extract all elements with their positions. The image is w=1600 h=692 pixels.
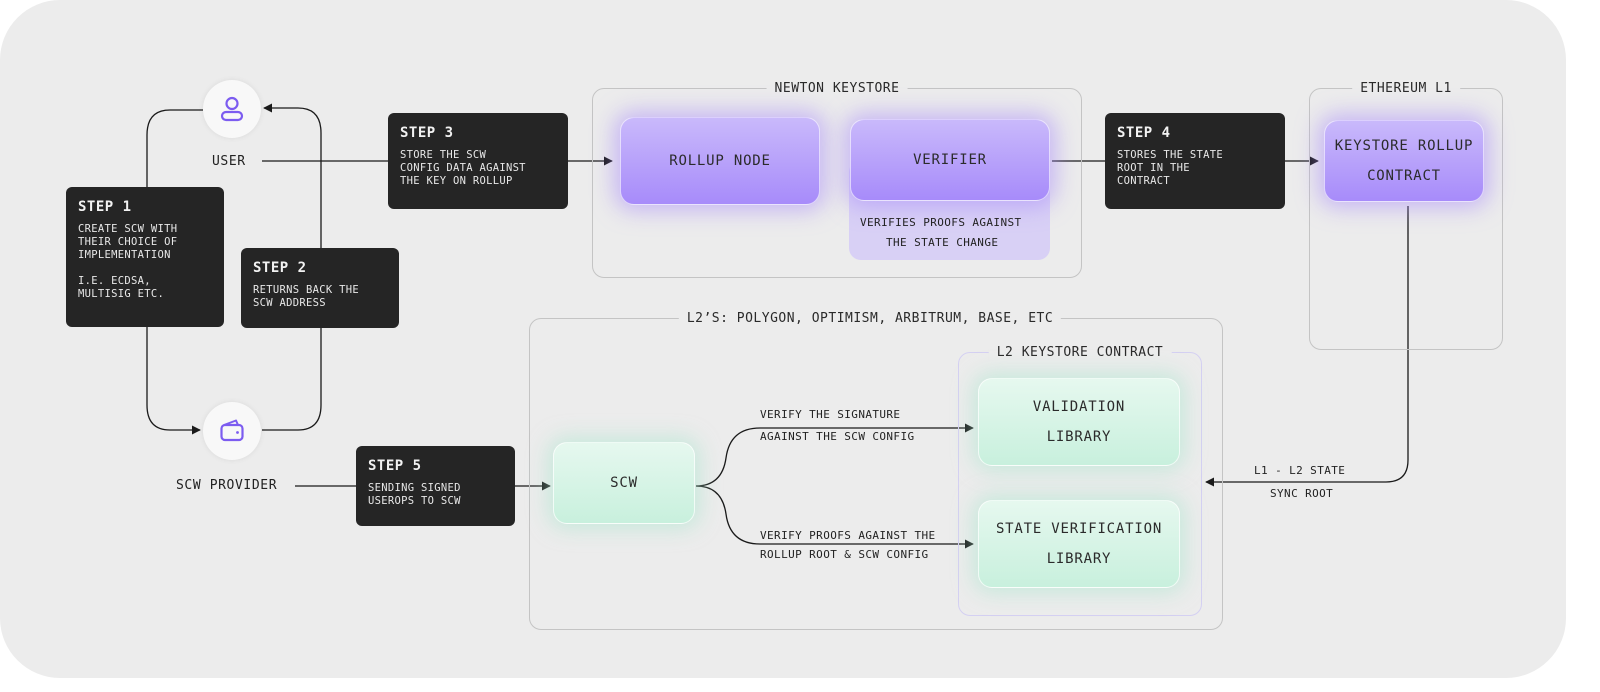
- group-l2-keystore-contract: L2 KEYSTORE CONTRACT: [958, 344, 1202, 616]
- edge-label-verify-sig-1: VERIFY THE SIGNATURE: [760, 408, 901, 421]
- step-5-title: STEP 5: [368, 458, 422, 474]
- rollup-node-label: ROLLUP NODE: [669, 153, 771, 169]
- scw-provider-label: SCW PROVIDER: [176, 478, 278, 493]
- user-avatar[interactable]: [203, 80, 261, 138]
- user-label: USER: [212, 154, 246, 169]
- group-l2-keystore-contract-label: L2 KEYSTORE CONTRACT: [988, 344, 1172, 362]
- keystore-rollup-label-2: CONTRACT: [1367, 168, 1441, 184]
- validation-label-2: LIBRARY: [1046, 429, 1112, 445]
- keystore-rollup-contract[interactable]: KEYSTORE ROLLUP CONTRACT: [1324, 120, 1484, 202]
- edge-l1-to-l2: [1205, 206, 1409, 487]
- verifier-caption-1: VERIFIES PROOFS AGAINST: [860, 216, 1022, 229]
- edge-label-verify-proofs-1: VERIFY PROOFS AGAINST THE: [760, 529, 936, 542]
- edge-scw-to-validation: [695, 423, 974, 487]
- group-l2s-label: L2’S: POLYGON, OPTIMISM, ARBITRUM, BASE,…: [678, 310, 1062, 328]
- step-2-box: STEP 2 RETURNS BACK THE SCW ADDRESS: [241, 248, 399, 328]
- verifier-label: VERIFIER: [913, 152, 987, 168]
- step-2-body: RETURNS BACK THE SCW ADDRESS: [253, 284, 359, 309]
- edge-label-sync-1: L1 - L2 STATE: [1254, 464, 1346, 477]
- step-1-box: STEP 1 CREATE SCW WITH THEIR CHOICE OF I…: [66, 187, 224, 327]
- step-3-title: STEP 3: [400, 125, 454, 141]
- step-5-box: STEP 5 SENDING SIGNED USEROPS TO SCW: [356, 446, 515, 526]
- user-icon: [220, 96, 244, 122]
- scw-node[interactable]: SCW: [553, 442, 695, 524]
- group-newton-keystore-label: NEWTON KEYSTORE: [766, 80, 908, 98]
- validation-label-1: VALIDATION: [1032, 399, 1126, 415]
- group-newton-keystore: NEWTON KEYSTORE: [592, 80, 1082, 278]
- step-5-body: SENDING SIGNED USEROPS TO SCW: [368, 482, 461, 507]
- scw-label: SCW: [610, 475, 638, 491]
- group-l2s: L2’S: POLYGON, OPTIMISM, ARBITRUM, BASE,…: [529, 310, 1223, 630]
- edge-label-verify-sig-2: AGAINST THE SCW CONFIG: [760, 430, 915, 443]
- step-2-title: STEP 2: [253, 260, 307, 276]
- step-3-box: STEP 3 STORE THE SCW CONFIG DATA AGAINST…: [388, 113, 568, 209]
- verifier-node[interactable]: VERIFIER: [850, 119, 1050, 201]
- step-1-body: CREATE SCW WITH THEIR CHOICE OF IMPLEMEN…: [78, 223, 178, 300]
- state-verification-label-1: STATE VERIFICATION: [995, 521, 1163, 537]
- edge-label-sync-2: SYNC ROOT: [1270, 487, 1334, 500]
- verifier-caption-2: THE STATE CHANGE: [886, 236, 999, 249]
- step-4-box: STEP 4 STORES THE STATE ROOT IN THE CONT…: [1105, 113, 1285, 209]
- step-4-body: STORES THE STATE ROOT IN THE CONTRACT: [1117, 149, 1223, 187]
- wallet-avatar[interactable]: [203, 402, 261, 460]
- edge-scw-to-stateverif: [695, 485, 974, 549]
- state-verification-label-2: LIBRARY: [1046, 551, 1112, 567]
- keystore-rollup-label-1: KEYSTORE ROLLUP: [1334, 138, 1474, 154]
- step-3-body: STORE THE SCW CONFIG DATA AGAINST THE KE…: [400, 149, 526, 187]
- group-ethereum-l1: ETHEREUM L1: [1309, 80, 1503, 350]
- state-verification-library-node[interactable]: STATE VERIFICATION LIBRARY: [978, 500, 1180, 588]
- diagram-canvas: NEWTON KEYSTORE ETHEREUM L1 L2’S: POLYGO…: [0, 0, 1566, 678]
- edge-label-verify-proofs-2: ROLLUP ROOT & SCW CONFIG: [760, 548, 929, 561]
- step-4-title: STEP 4: [1117, 125, 1171, 141]
- group-ethereum-l1-label: ETHEREUM L1: [1352, 80, 1460, 98]
- wallet-icon: [220, 419, 244, 442]
- step-1-title: STEP 1: [78, 199, 132, 215]
- validation-library-node[interactable]: VALIDATION LIBRARY: [978, 378, 1180, 466]
- rollup-node[interactable]: ROLLUP NODE: [620, 117, 820, 205]
